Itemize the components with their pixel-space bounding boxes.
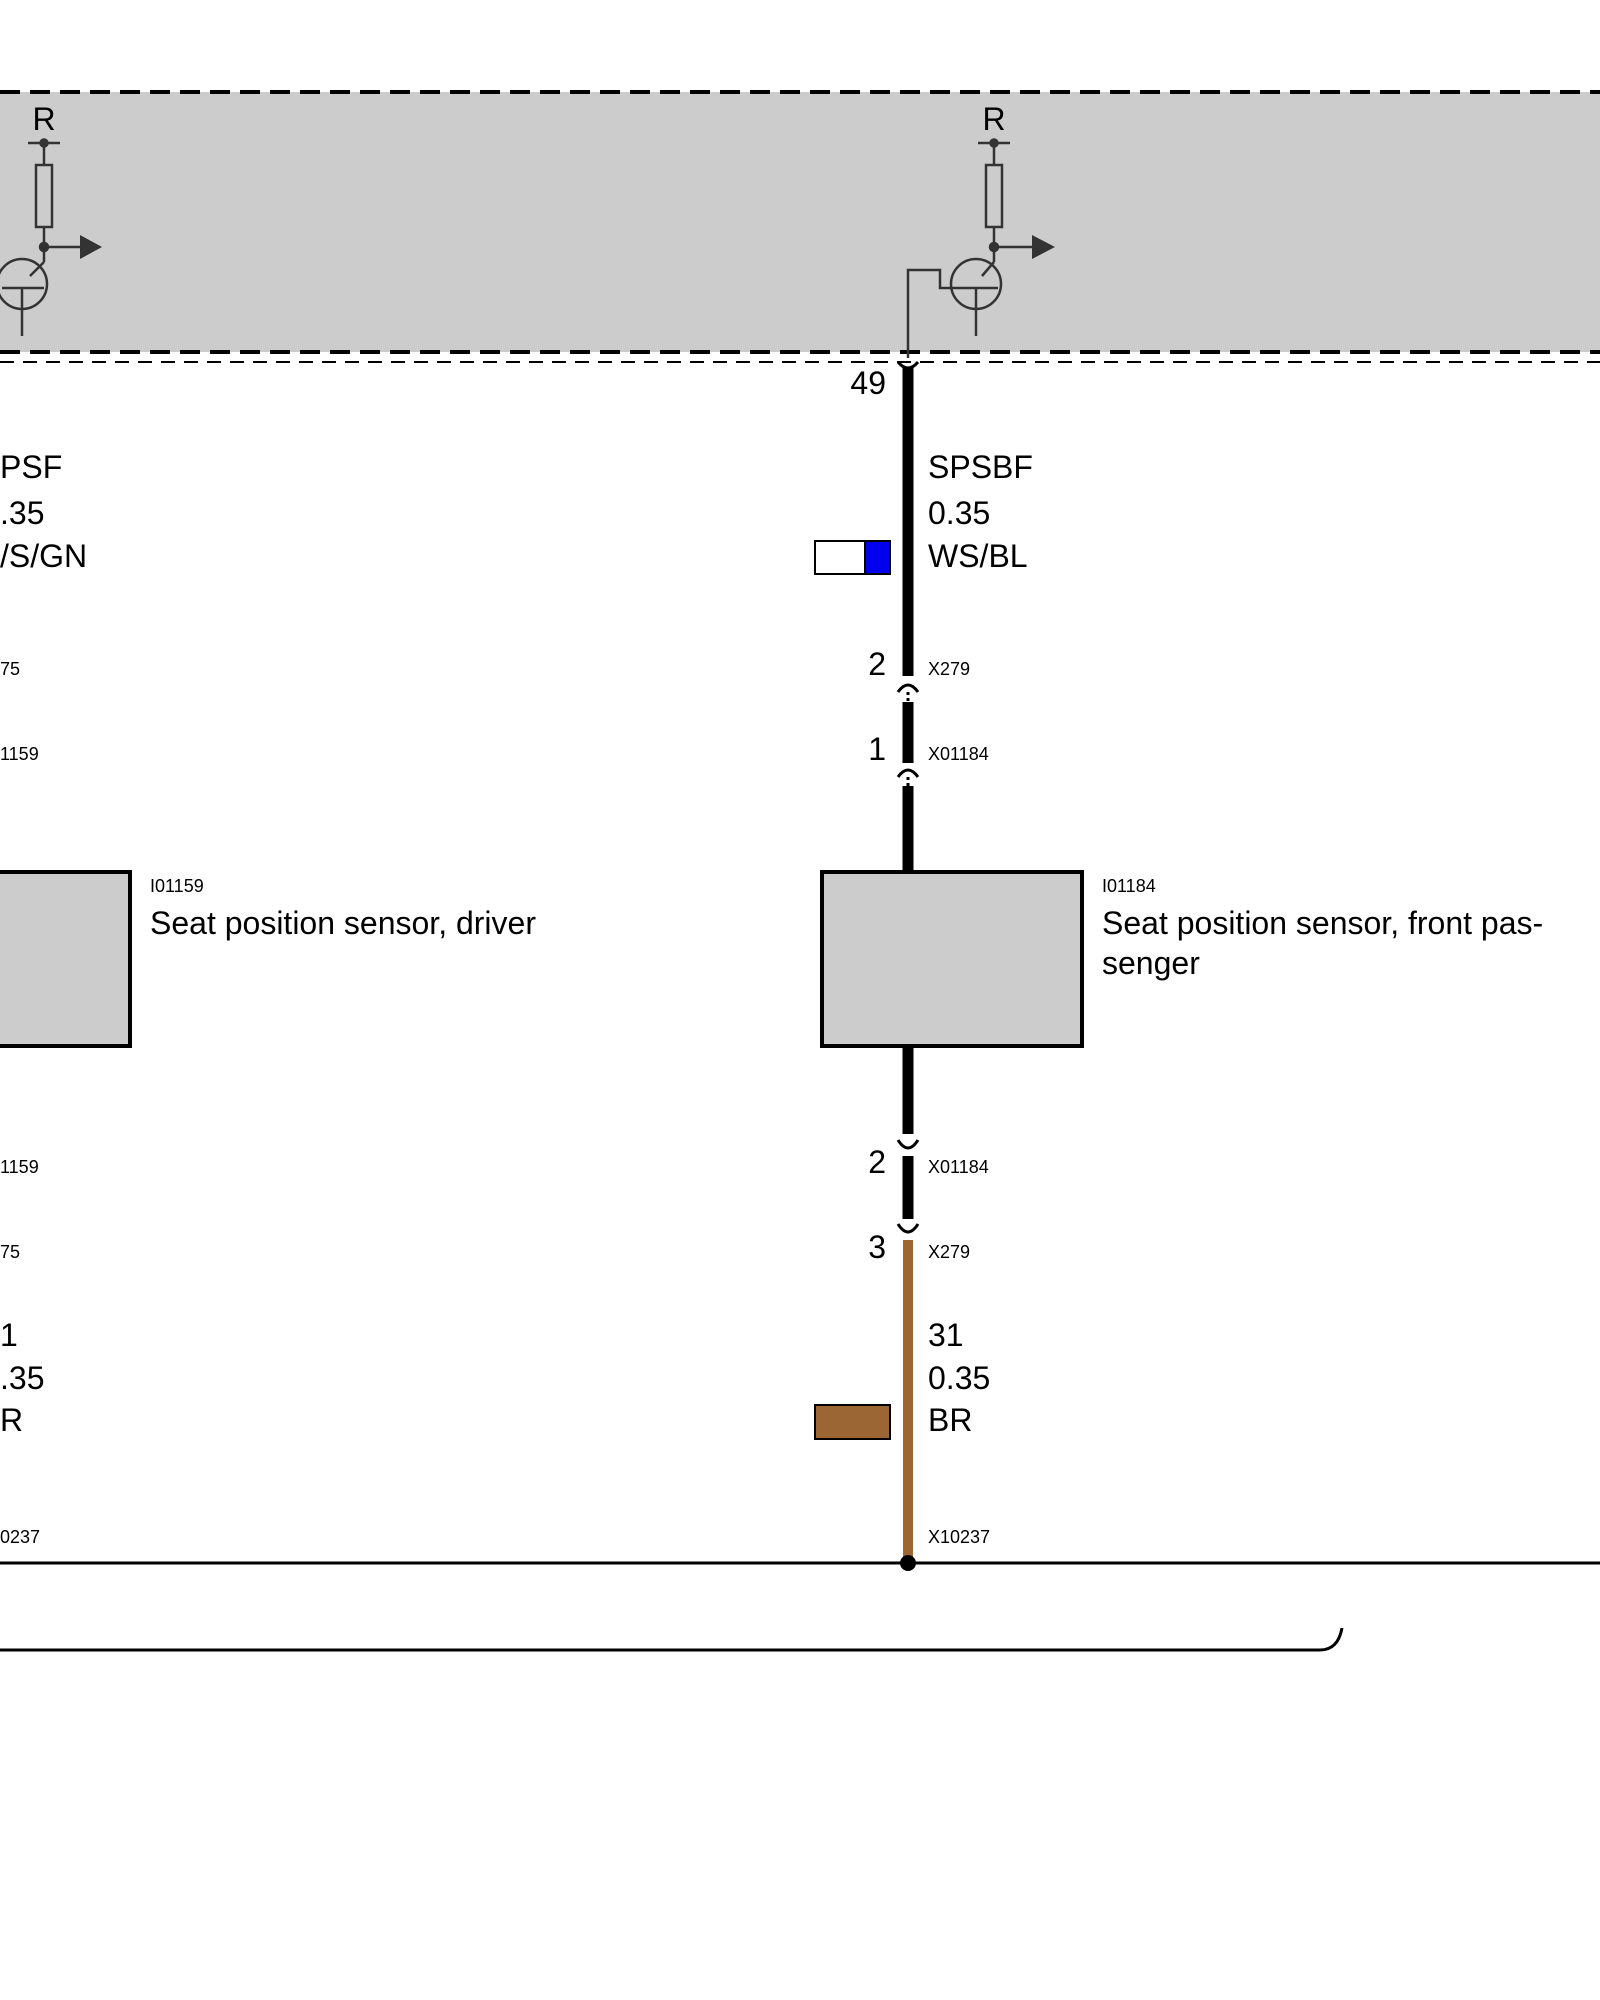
left-pullup-transistor [0, 138, 102, 336]
right-component-name-line1: Seat position sensor, front pas- [1102, 905, 1543, 941]
right-connector-top-x279: X279 [928, 659, 970, 679]
right-signal-name: SPSBF [928, 449, 1033, 485]
left-resistor-label: R [32, 101, 55, 137]
right-component-name-line2: senger [1102, 945, 1200, 981]
left-component-box [0, 870, 132, 1048]
right-pin-top-x279: 2 [868, 646, 886, 682]
right-ground-gauge: 0.35 [928, 1360, 990, 1396]
left-signal-gauge: .35 [0, 495, 44, 531]
left-ground-gauge: .35 [0, 1360, 44, 1396]
control-unit-module [0, 90, 1600, 363]
left-connector-top-2: 1159 [0, 744, 39, 764]
left-connector-bottom-2: 75 [0, 1242, 20, 1262]
right-ground-point: X10237 [928, 1527, 990, 1547]
ground-junction-dot [900, 1555, 916, 1571]
right-component-id: I01184 [1102, 876, 1156, 896]
right-signal-color: WS/BL [928, 538, 1028, 574]
right-pin-top-x01184: 1 [868, 731, 886, 767]
right-connector-top-x01184: X01184 [928, 744, 989, 764]
left-signal-name: PSF [0, 449, 62, 485]
right-ground-color-swatch [814, 1404, 891, 1440]
right-resistor [984, 163, 1004, 229]
right-output-arrow-icon [1032, 235, 1055, 259]
right-signal-color-swatch [814, 540, 891, 575]
right-pin-bottom-x01184: 2 [868, 1144, 886, 1180]
right-ground-wire [896, 1046, 920, 1560]
right-connector-bottom-x01184: X01184 [928, 1157, 989, 1177]
left-resistor [34, 163, 54, 229]
right-ground-name: 31 [928, 1317, 964, 1353]
right-pin-49: 49 [850, 365, 886, 401]
right-signal-gauge: 0.35 [928, 495, 990, 531]
bottom-bracket [0, 1627, 1344, 1652]
right-component-box [820, 870, 1084, 1048]
left-ground-point: 0237 [0, 1527, 40, 1547]
right-signal-wire [896, 360, 920, 872]
left-ground-color: R [0, 1402, 23, 1438]
right-pin-bottom-x279: 3 [868, 1229, 886, 1265]
right-resistor-label: R [982, 101, 1005, 137]
control-unit-body [0, 92, 1600, 352]
right-connector-bottom-x279: X279 [928, 1242, 970, 1262]
left-component-id: I01159 [150, 876, 204, 896]
right-ground-color: BR [928, 1402, 972, 1438]
left-output-arrow-icon [80, 235, 102, 259]
right-pullup-transistor [906, 138, 1055, 358]
left-connector-top-1: 75 [0, 659, 20, 679]
left-connector-bottom-1: 1159 [0, 1157, 39, 1177]
left-component-name: Seat position sensor, driver [150, 905, 536, 941]
left-signal-color: /S/GN [0, 538, 87, 574]
left-ground-name: 1 [0, 1317, 18, 1353]
